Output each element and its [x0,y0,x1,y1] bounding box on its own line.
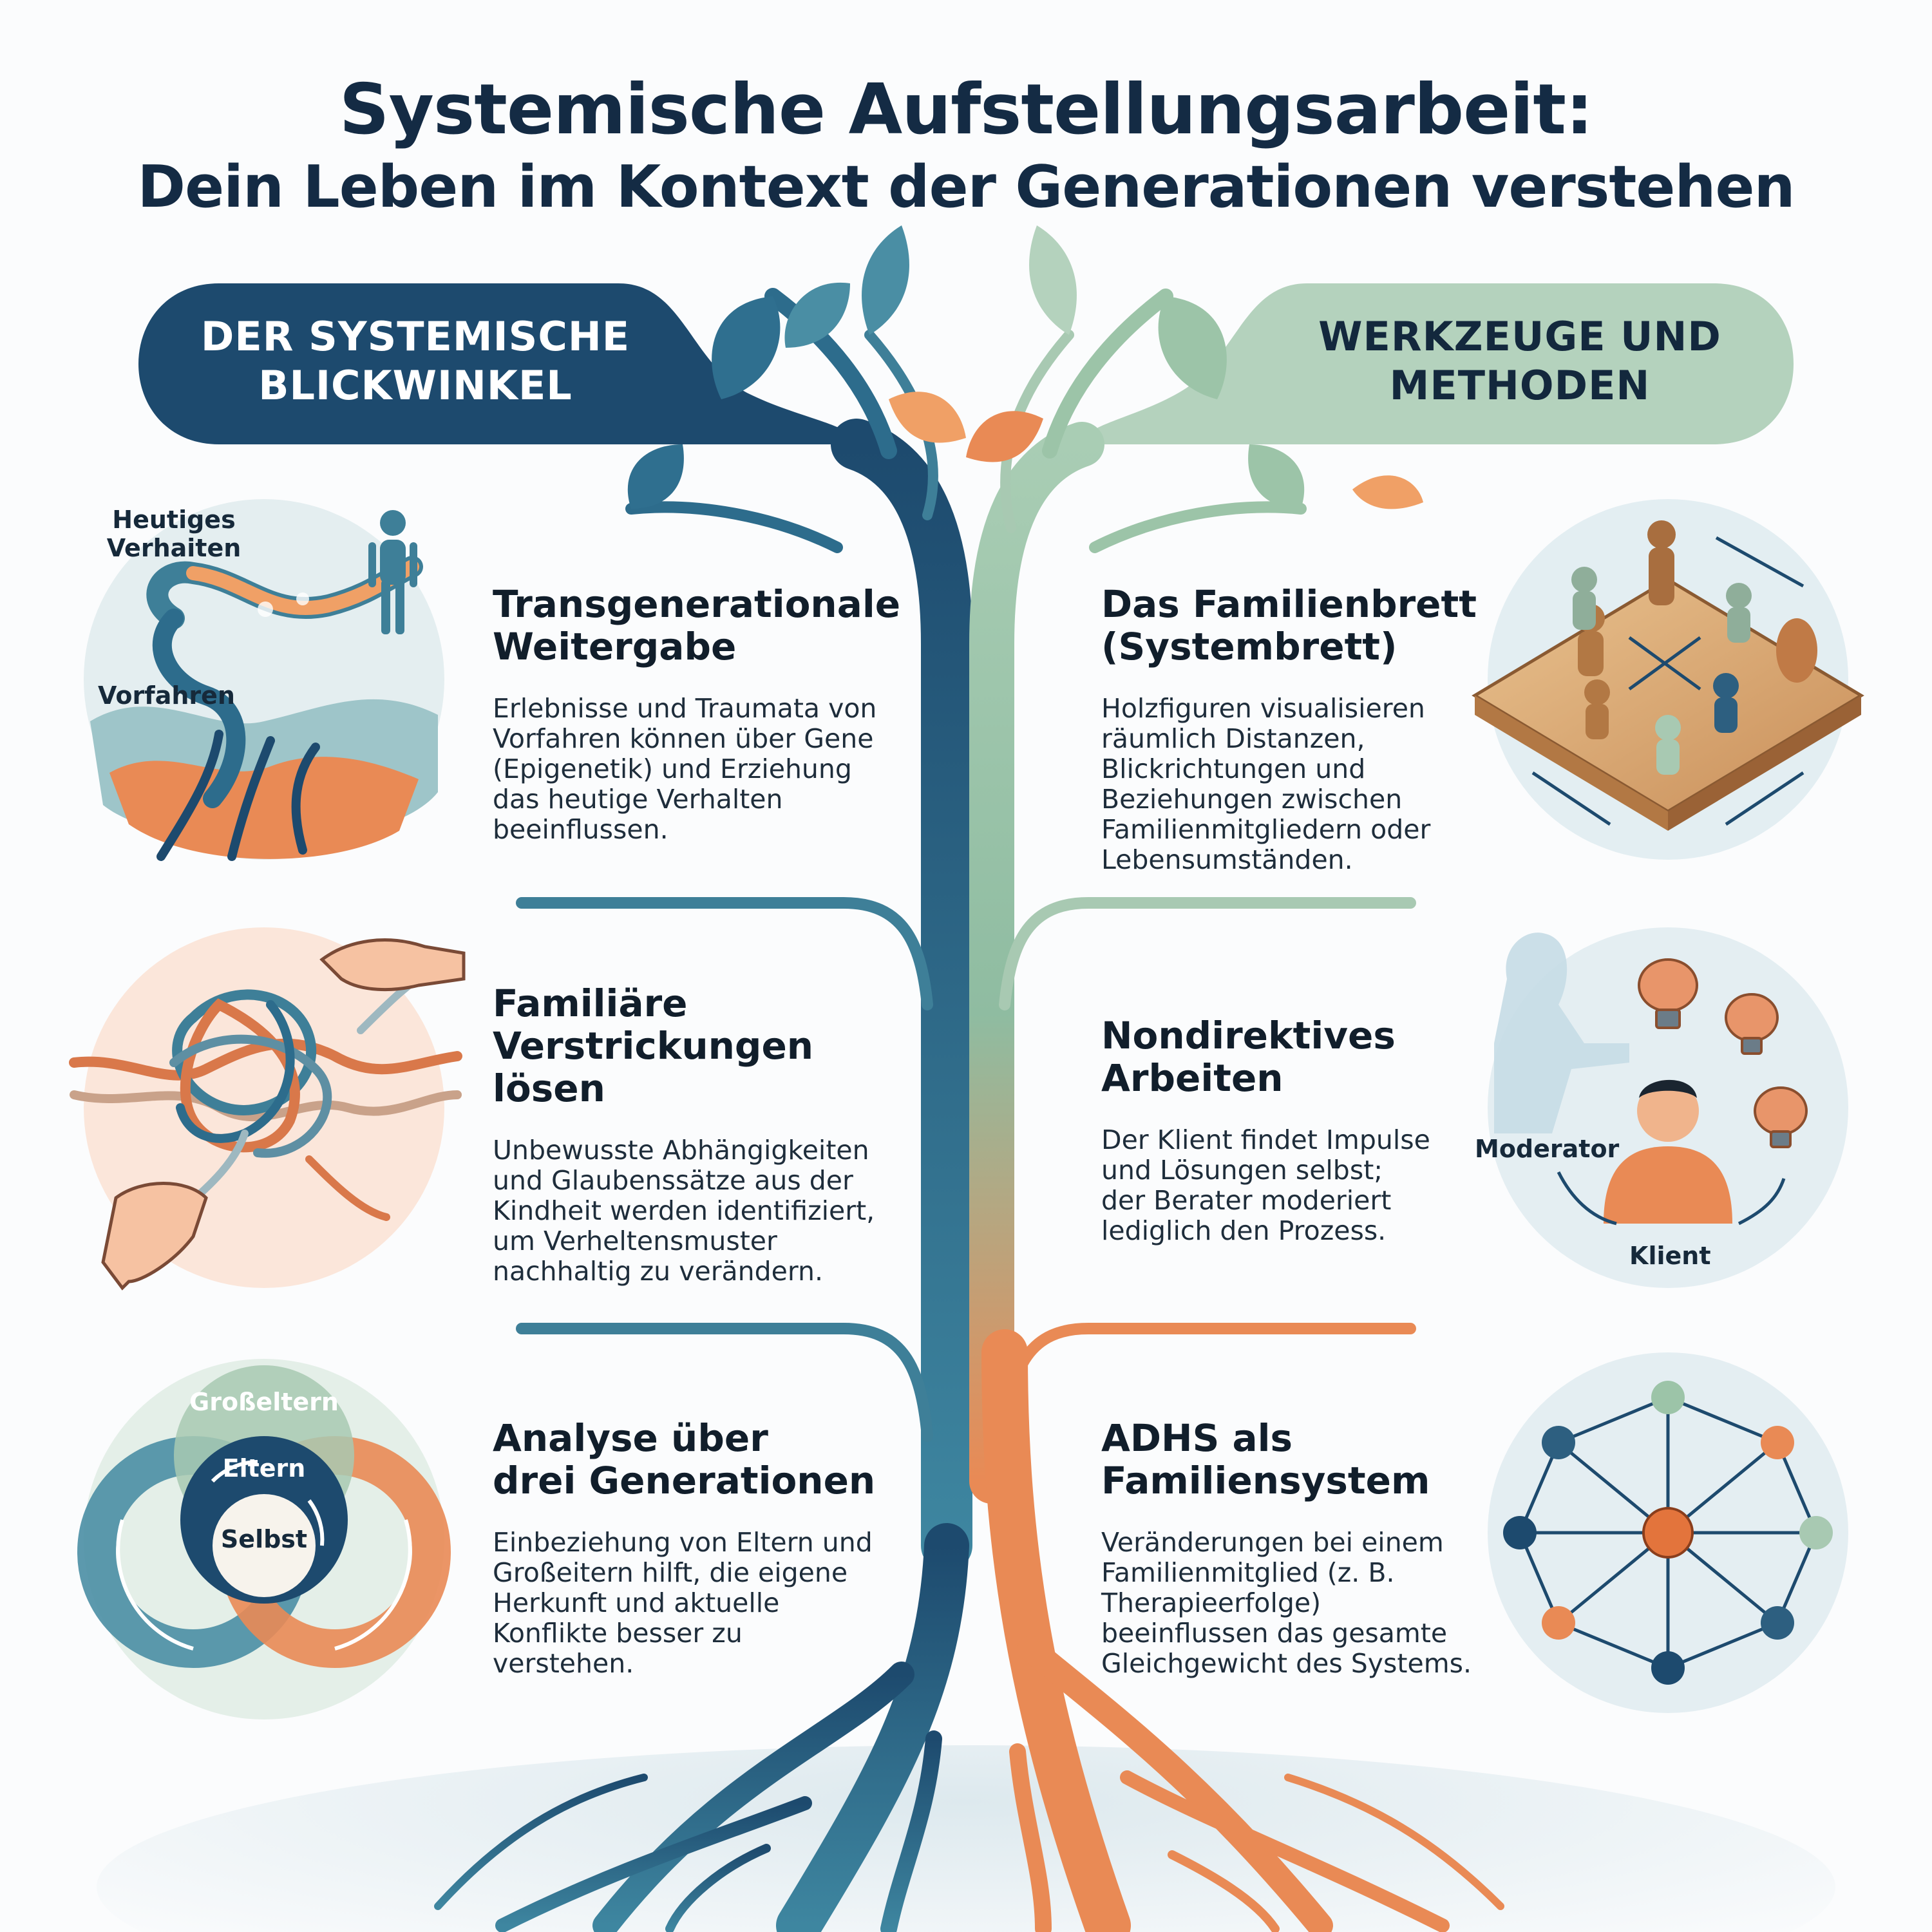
page-subtitle: Dein Leben im Kontext der Generationen v… [137,153,1795,221]
person-icon [368,510,417,634]
ground-haze [97,1745,1835,1932]
illustration-nondirective [1488,927,1848,1288]
left-separator-1 [516,897,933,1010]
illustration-three-generations [77,1359,451,1719]
network-node-icon [1503,1381,1833,1685]
label-klient: Klient [1629,1242,1711,1270]
label-selbst: Selbst [220,1525,308,1553]
illustration-network [1488,1352,1848,1713]
tree-leaves [627,225,1423,509]
label-vorfahren: Vorfahren [98,681,235,710]
knot-icon [69,962,462,1227]
relation-arrows [1531,536,1804,826]
left-separator-2 [516,1323,933,1442]
wooden-figure-icon [1571,520,1817,775]
left-banner-label: DER SYSTEMISCHE BLICKWINKEL [200,313,630,409]
page-title: Systemische Aufstellungsarbeit: [339,70,1594,150]
label-eltern: Eltern [222,1454,306,1482]
section-title: Das Familienbrett(Systembrett) [1101,582,1477,668]
brain-bulb-icon [1638,958,1808,1148]
client-avatar [1604,1079,1732,1224]
left-banner-shape [138,283,857,444]
label-grosseltern: Großeltern [189,1388,339,1416]
illustration-transgenerational [84,499,444,861]
right-banner-shape [1082,283,1794,444]
hand-icon [101,938,466,1291]
right-banner-label: WERKZEUGE UND METHODEN [1318,313,1721,409]
label-moderator: Moderator [1475,1135,1620,1163]
illustration-family-board [1472,499,1864,860]
section-family-board: Das Familienbrett(Systembrett) Holzfigur… [1101,583,1501,875]
illustration-entanglement [69,927,466,1291]
right-roots [981,1329,1504,1932]
right-separator-1 [999,897,1416,1010]
label-heutiges-verhalten: Heutiges Verhaiten [106,506,242,562]
